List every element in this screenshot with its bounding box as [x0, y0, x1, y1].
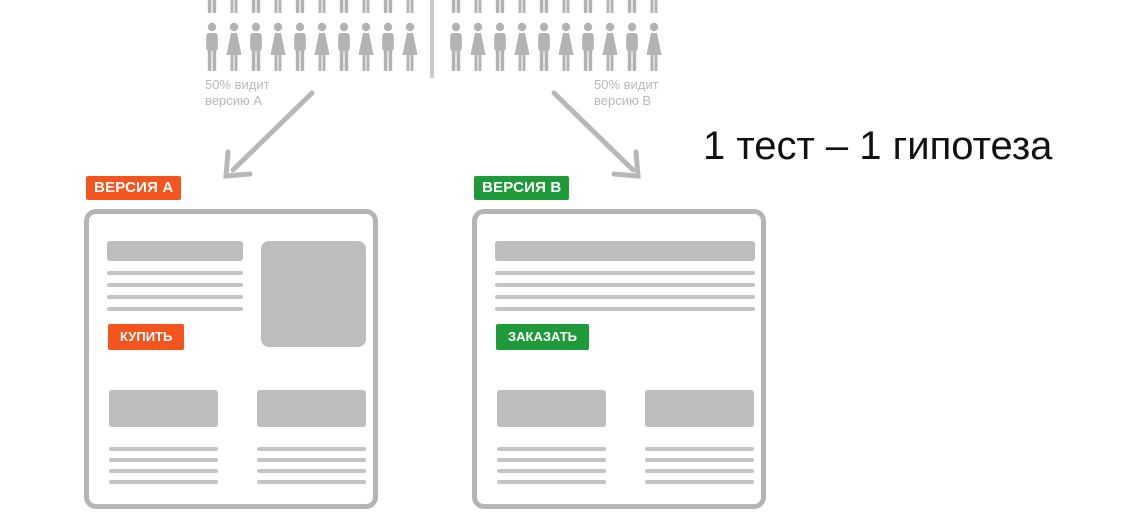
arrow-head-a — [223, 149, 253, 179]
person-icon — [513, 0, 531, 14]
title-bar — [107, 241, 243, 261]
text-line — [497, 447, 606, 451]
text-line — [497, 480, 606, 484]
person-icon — [469, 22, 487, 72]
person-icon — [401, 22, 419, 72]
person-icon — [557, 22, 575, 72]
person-icon — [225, 22, 243, 72]
person-icon — [247, 22, 265, 72]
text-line — [109, 458, 218, 462]
text-line — [109, 469, 218, 473]
headline: 1 тест – 1 гипотеза — [703, 124, 1053, 168]
version-a-mockup: КУПИТЬ — [84, 209, 378, 509]
card-image — [645, 390, 754, 427]
text-line — [109, 447, 218, 451]
text-line — [107, 295, 243, 299]
person-icon — [357, 0, 375, 14]
text-line — [645, 458, 754, 462]
text-line — [645, 469, 754, 473]
caption-version-b: 50% видит версию В — [594, 77, 659, 108]
arrow-to-version-a — [230, 90, 315, 173]
person-icon — [491, 0, 509, 14]
person-icon — [203, 0, 221, 14]
person-icon — [447, 0, 465, 14]
text-line — [107, 307, 243, 311]
version-a-badge: ВЕРСИЯ А — [86, 176, 182, 200]
text-line — [257, 447, 366, 451]
person-icon — [623, 0, 641, 14]
text-line — [645, 447, 754, 451]
card-image — [497, 390, 606, 427]
group-divider — [430, 0, 434, 78]
order-button[interactable]: ЗАКАЗАТЬ — [496, 324, 590, 350]
person-icon — [557, 0, 575, 14]
person-icon — [579, 22, 597, 72]
text-line — [257, 469, 366, 473]
text-line — [495, 283, 755, 287]
card-image — [109, 390, 218, 427]
person-icon — [313, 0, 331, 14]
text-line — [257, 480, 366, 484]
person-icon — [601, 0, 619, 14]
person-icon — [513, 22, 531, 72]
person-icon — [579, 0, 597, 14]
person-icon — [535, 0, 553, 14]
text-line — [497, 458, 606, 462]
person-icon — [379, 0, 397, 14]
person-icon — [269, 0, 287, 14]
person-icon — [203, 22, 221, 72]
person-icon — [335, 22, 353, 72]
version-b-badge: ВЕРСИЯ В — [474, 176, 570, 200]
card-image — [257, 390, 366, 427]
person-icon — [291, 0, 309, 14]
text-line — [495, 307, 755, 311]
people-group-right-top — [447, 0, 663, 14]
text-line — [257, 458, 366, 462]
person-icon — [645, 22, 663, 72]
person-icon — [335, 0, 353, 14]
text-line — [109, 480, 218, 484]
person-icon — [535, 22, 553, 72]
person-icon — [269, 22, 287, 72]
person-icon — [447, 22, 465, 72]
text-line — [495, 271, 755, 275]
person-icon — [623, 22, 641, 72]
people-group-right — [447, 22, 663, 72]
title-bar — [495, 241, 755, 261]
person-icon — [401, 0, 419, 14]
buy-button[interactable]: КУПИТЬ — [108, 324, 185, 350]
text-line — [107, 283, 243, 287]
people-group-left-top — [203, 0, 419, 14]
person-icon — [357, 22, 375, 72]
person-icon — [247, 0, 265, 14]
person-icon — [291, 22, 309, 72]
person-icon — [313, 22, 331, 72]
text-line — [107, 271, 243, 275]
text-line — [495, 295, 755, 299]
text-line — [645, 480, 754, 484]
caption-version-a: 50% видит версию А — [205, 77, 270, 108]
person-icon — [601, 22, 619, 72]
arrow-head-b — [611, 149, 641, 179]
arrow-to-version-b — [551, 90, 636, 173]
image-placeholder — [261, 241, 366, 347]
person-icon — [469, 0, 487, 14]
people-group-left — [203, 22, 419, 72]
person-icon — [225, 0, 243, 14]
version-b-mockup: ЗАКАЗАТЬ — [472, 209, 766, 509]
person-icon — [645, 0, 663, 14]
person-icon — [379, 22, 397, 72]
person-icon — [491, 22, 509, 72]
text-line — [497, 469, 606, 473]
